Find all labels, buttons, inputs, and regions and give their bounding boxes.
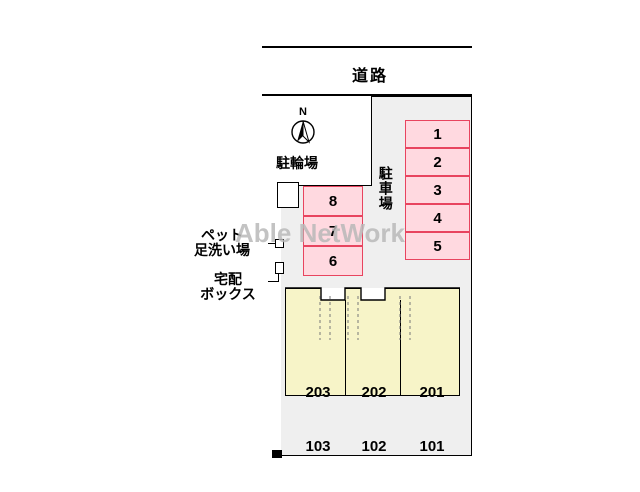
pet-wash-box <box>275 239 284 248</box>
building-block <box>285 288 460 396</box>
site-bottom-marker <box>272 450 282 458</box>
building-roof-notches <box>285 286 460 312</box>
site-entry-court <box>277 96 372 186</box>
parking-stall-number: 5 <box>433 237 442 255</box>
unit-upper-label: 203 <box>305 384 331 401</box>
parking-stall-number: 3 <box>433 181 442 199</box>
road-label: 道路 <box>352 68 389 85</box>
building-unit-202-102: 202 102 <box>348 348 400 492</box>
parking-stall[interactable]: 8 <box>303 186 363 216</box>
parking-stall-number: 2 <box>433 153 442 171</box>
site-left-white <box>277 186 281 456</box>
parking-stall[interactable]: 6 <box>303 246 363 276</box>
delivery-box-label: 宅配 ボックス <box>200 271 256 302</box>
delivery-box-leader-line-vert <box>278 274 279 282</box>
road-top-line <box>262 46 472 48</box>
pet-wash-leader-line <box>268 243 276 244</box>
site-plan-diagram: 道路 N 駐輪場 駐車場 1 2 3 4 5 <box>194 46 472 458</box>
parking-stall-number: 4 <box>433 209 442 227</box>
parking-stalls-right: 1 2 3 4 5 <box>405 120 470 260</box>
building-unit-201-101: 201 101 <box>406 348 458 492</box>
bicycle-parking-label: 駐輪場 <box>276 155 318 171</box>
parking-stall[interactable]: 7 <box>303 216 363 246</box>
building-unit-203-103: 203 103 <box>292 348 344 492</box>
building-divider <box>400 300 401 396</box>
parking-stall[interactable]: 4 <box>405 204 470 232</box>
parking-stall-number: 1 <box>433 125 442 143</box>
parking-stall-number: 6 <box>328 252 338 270</box>
unit-lower-label: 101 <box>419 438 445 455</box>
unit-lower-label: 103 <box>305 438 331 455</box>
delivery-box-box <box>275 262 284 274</box>
unit-lower-label: 102 <box>361 438 387 455</box>
compass: N <box>286 104 320 148</box>
car-parking-label: 駐車場 <box>377 166 394 211</box>
delivery-box-leader-line <box>268 281 278 282</box>
parking-stalls-left: 8 7 6 <box>303 186 363 278</box>
unit-upper-label: 202 <box>361 384 387 401</box>
parking-stall[interactable]: 5 <box>405 232 470 260</box>
parking-stall-number: 8 <box>328 192 338 210</box>
pet-wash-label: ペット 足洗い場 <box>194 227 250 258</box>
bicycle-parking-box <box>277 182 299 208</box>
road-bottom-line <box>262 94 472 96</box>
svg-text:N: N <box>299 106 307 118</box>
unit-upper-label: 201 <box>419 384 445 401</box>
building-divider <box>345 300 346 396</box>
parking-stall[interactable]: 3 <box>405 176 470 204</box>
parking-stall[interactable]: 1 <box>405 120 470 148</box>
parking-stall[interactable]: 2 <box>405 148 470 176</box>
building-stairs <box>312 296 422 342</box>
parking-stall-number: 7 <box>328 222 338 240</box>
